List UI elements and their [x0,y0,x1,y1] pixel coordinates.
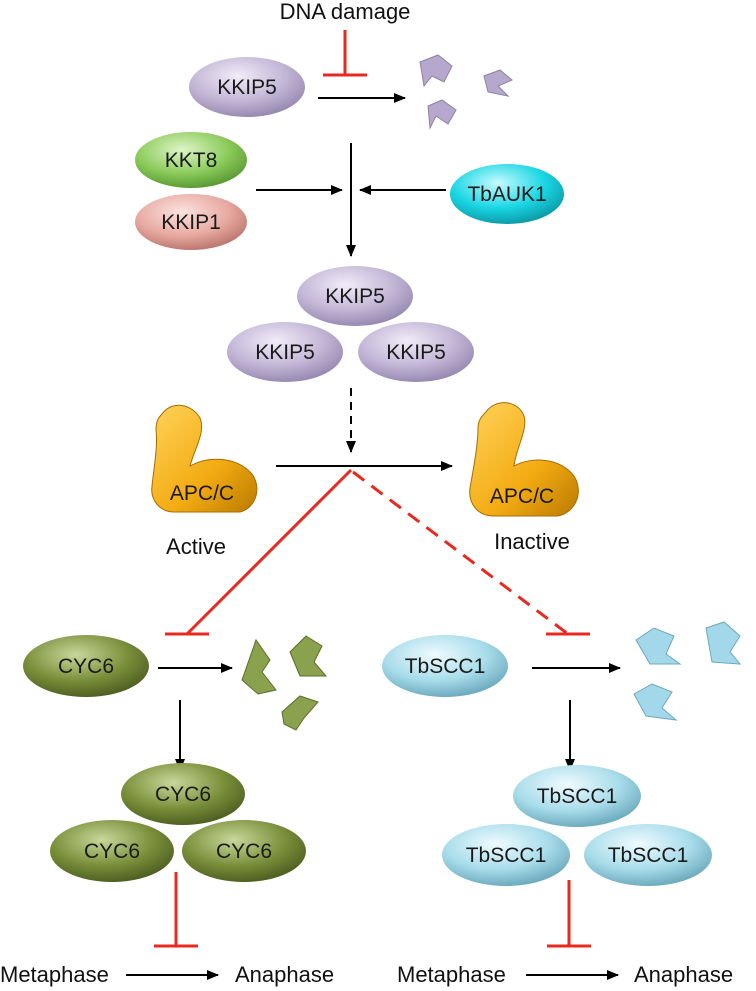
left-metaphase-label: Metaphase [0,962,109,987]
svg-text:APC/C: APC/C [170,482,234,505]
cyc6-degraded-fragments [241,635,328,731]
tbscc1-protein: TbSCC1 [382,635,508,697]
svg-text:TbSCC1: TbSCC1 [537,785,618,808]
svg-text:KKIP1: KKIP1 [161,211,221,234]
dna-damage-label: DNA damage [280,0,411,24]
kkip1-protein: KKIP1 [135,194,247,250]
apc-inactive-shape: APC/C [469,402,579,517]
svg-text:KKT8: KKT8 [165,149,218,172]
svg-text:KKIP5: KKIP5 [255,341,315,364]
apc-active-label: Active [166,534,226,559]
left-anaphase-label: Anaphase [235,962,334,987]
svg-text:CYC6: CYC6 [155,783,211,806]
right-anaphase-label: Anaphase [634,962,733,987]
cyc6-inhibits-transition [154,872,198,948]
kkip5-trimer: KKIP5 KKIP5 KKIP5 [227,266,474,382]
apc-inhibits-tbscc1-degradation [352,470,590,636]
svg-text:KKIP5: KKIP5 [217,76,277,99]
svg-text:APC/C: APC/C [490,485,554,508]
tbscc1-trimer: TbSCC1 TbSCC1 TbSCC1 [442,765,712,886]
svg-text:CYC6: CYC6 [58,655,114,678]
svg-text:CYC6: CYC6 [216,840,272,863]
cyc6-trimer: CYC6 CYC6 CYC6 [50,763,306,882]
cyc6-protein: CYC6 [23,635,149,697]
svg-text:KKIP5: KKIP5 [386,341,446,364]
tbscc1-inhibits-transition [547,880,591,948]
apc-active-shape: APC/C [151,404,258,513]
svg-text:CYC6: CYC6 [84,840,140,863]
svg-text:TbAUK1: TbAUK1 [467,183,546,206]
dna-damage-inhibition [323,30,367,77]
kkip5-protein: KKIP5 [189,57,305,117]
tbauk1-protein: TbAUK1 [450,164,564,224]
apc-inhibits-cyc6-degradation [165,468,353,636]
svg-text:TbSCC1: TbSCC1 [405,655,486,678]
tbscc1-degraded-fragments [633,621,742,721]
right-metaphase-label: Metaphase [397,962,506,987]
svg-text:TbSCC1: TbSCC1 [608,844,689,867]
svg-text:KKIP5: KKIP5 [325,285,385,308]
svg-text:TbSCC1: TbSCC1 [466,844,547,867]
apc-inactive-label: Inactive [494,529,570,554]
kkt8-protein: KKT8 [135,132,247,188]
kkip5-degraded-fragments [419,54,513,130]
